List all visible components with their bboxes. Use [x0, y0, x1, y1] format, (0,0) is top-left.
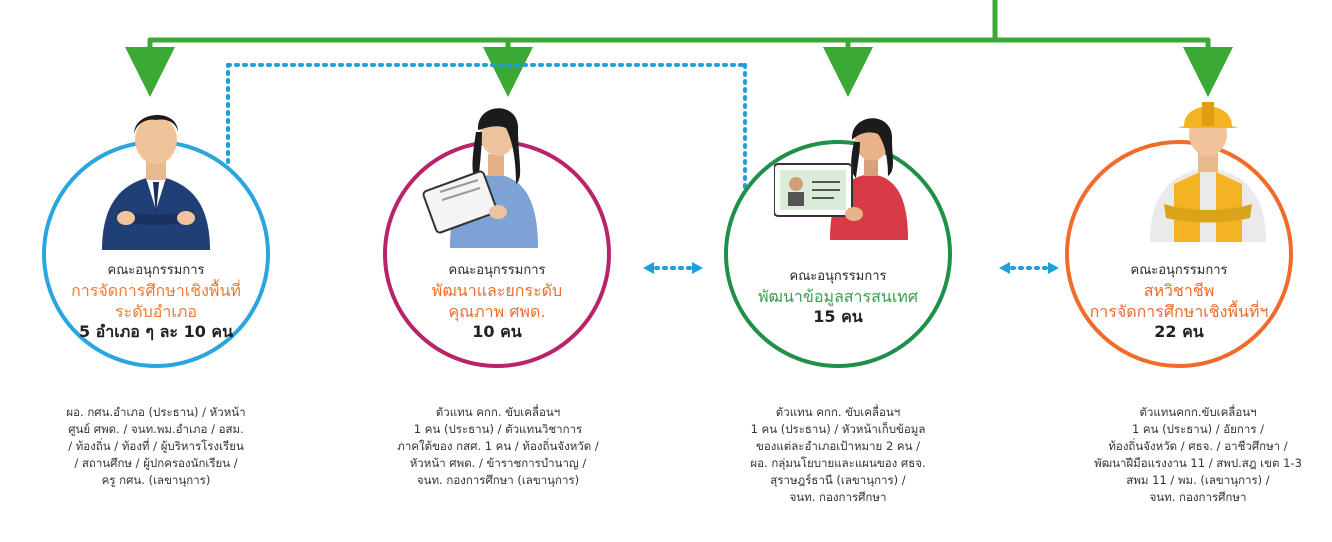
member-line: ของแต่ละอำเภอเป้าหมาย 2 คน /	[755, 439, 921, 453]
businessman-illustration	[102, 114, 210, 250]
members-list-4: ตัวแทนคกก.ขับเคลื่อนฯ 1 คน (ประธาน) / อั…	[1066, 404, 1330, 506]
member-line: พัฒนาฝีมือแรงงาน 11 / สพป.สฎ เขต 1-3	[1094, 456, 1302, 470]
member-line: 1 คน (ประธาน) / ตัวแทนวิชาการ	[413, 422, 583, 436]
committee-count-4: 22 คน	[1154, 322, 1204, 341]
member-line: ตัวแทน คกก. ขับเคลื่อนฯ	[435, 405, 561, 419]
member-line: ครู กศน. (เลขานุการ)	[101, 473, 211, 487]
member-line: ผอ. กลุ่มนโยบายและแผนของ ศธจ.	[750, 456, 926, 470]
committee-name-1b: ระดับอำเภอ	[115, 302, 197, 321]
members-list-2: ตัวแทน คกก. ขับเคลื่อนฯ 1 คน (ประธาน) / …	[370, 404, 626, 489]
committee-label-1: คณะอนุกรรมการ การจัดการศึกษาเชิงพื้นที่ …	[46, 262, 266, 342]
committee-count-2: 10 คน	[472, 322, 522, 341]
member-line: ท้องถิ่นจังหวัด / ศธจ. / อาชีวศึกษา /	[1108, 439, 1288, 453]
members-list-1: ผอ. กศน.อำเภอ (ประธาน) / หัวหน้า ศูนย์ ศ…	[28, 404, 284, 489]
green-tree-connector	[125, 0, 1233, 97]
member-line: หัวหน้า ศพด. / ข้าราชการบำนาญ /	[409, 456, 587, 470]
member-line: จนท. กองการศึกษา (เลขานุการ)	[416, 473, 580, 487]
member-line: ตัวแทน คกก. ขับเคลื่อนฯ	[775, 405, 901, 419]
committee-name-1a: การจัดการศึกษาเชิงพื้นที่	[71, 281, 241, 300]
member-line: / ท้องถิ่น / ท้องที่ / ผู้บริหารโรงเรียน	[68, 439, 244, 453]
member-line: ผอ. กศน.อำเภอ (ประธาน) / หัวหน้า	[66, 405, 246, 419]
member-line: ศูนย์ ศพด. / จนท.พม.อำเภอ / อสม.	[68, 422, 244, 436]
committee-head-3: คณะอนุกรรมการ	[789, 269, 887, 284]
committee-name-3a: พัฒนาข้อมูลสารสนเทศ	[757, 287, 919, 306]
woman-with-tablet-illustration	[422, 108, 538, 248]
member-line: / สถานศึกษ / ผู้ปกครองนักเรียน /	[74, 456, 238, 470]
members-list-3: ตัวแทน คกก. ขับเคลื่อนฯ 1 คน (ประธาน) / …	[710, 404, 966, 506]
committee-head-2: คณะอนุกรรมการ	[448, 263, 546, 278]
committee-head-1: คณะอนุกรรมการ	[107, 263, 205, 278]
member-line: ตัวแทนคกก.ขับเคลื่อนฯ	[1139, 405, 1257, 419]
construction-worker-illustration	[1150, 102, 1266, 242]
member-line: 1 คน (ประธาน) / หัวหน้าเก็บข้อมูล	[750, 422, 926, 436]
committee-label-4: คณะอนุกรรมการ สหวิชาชีพ การจัดการศึกษาเช…	[1069, 262, 1289, 342]
committee-name-4a: สหวิชาชีพ	[1143, 281, 1215, 300]
committee-name-2b: คุณภาพ ศพด.	[448, 302, 546, 321]
woman-with-laptop-illustration	[774, 118, 908, 240]
committee-label-2: คณะอนุกรรมการ พัฒนาและยกระดับ คุณภาพ ศพด…	[387, 262, 607, 342]
member-line: สุราษฎร์ธานี (เลขานุการ) /	[770, 473, 906, 487]
member-line: จนท. กองการศึกษา	[1149, 490, 1247, 504]
member-line: 1 คน (ประธาน) / อัยการ /	[1131, 422, 1265, 436]
member-line: จนท. กองการศึกษา	[789, 490, 887, 504]
member-line: สพม 11 / พม. (เลขานุการ) /	[1126, 473, 1270, 487]
committee-count-1: 5 อำเภอ ๆ ละ 10 คน	[78, 322, 234, 341]
committee-count-3: 15 คน	[813, 307, 863, 326]
member-line: ภาคใต้ของ กสศ. 1 คน / ท้องถิ่นจังหวัด /	[397, 439, 599, 453]
committee-name-4b: การจัดการศึกษาเชิงพื้นที่ฯ	[1089, 302, 1269, 321]
committee-name-2a: พัฒนาและยกระดับ	[431, 281, 563, 300]
committee-label-3: คณะอนุกรรมการ พัฒนาข้อมูลสารสนเทศ 15 คน	[728, 268, 948, 327]
committee-head-4: คณะอนุกรรมการ	[1130, 263, 1228, 278]
